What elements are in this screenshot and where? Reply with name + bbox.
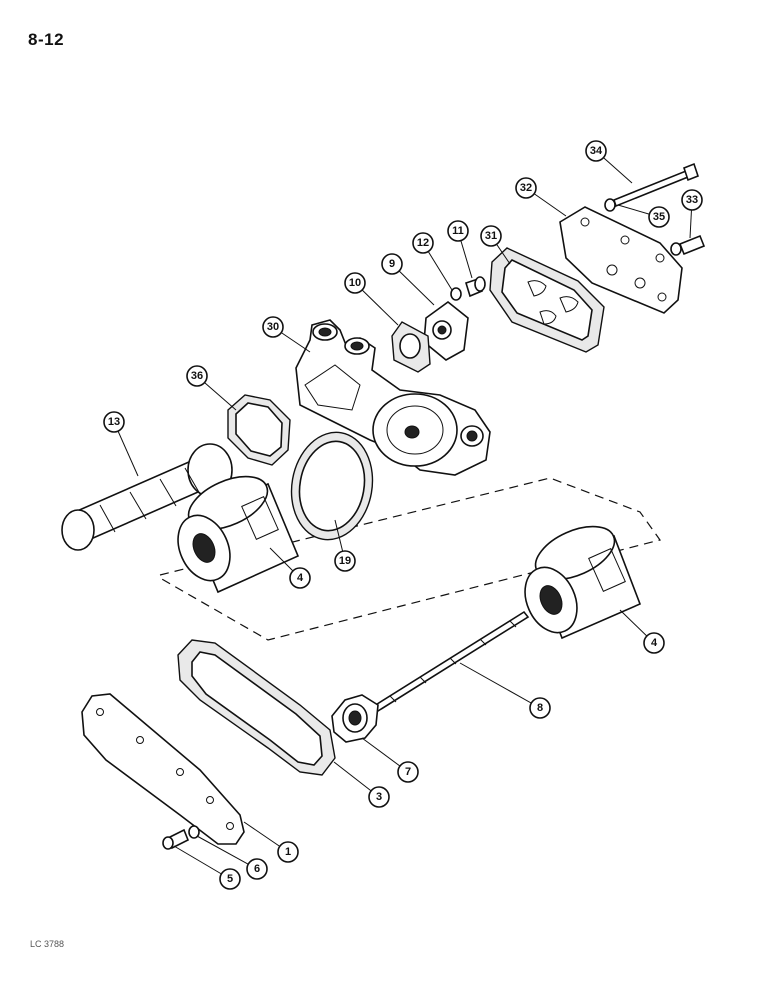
callout-32: 32 <box>515 177 537 199</box>
part-12-lock-washer <box>450 287 462 301</box>
part-5-bolt <box>162 828 190 850</box>
callout-7-label: 7 <box>405 766 411 778</box>
callout-32-label: 32 <box>520 182 532 194</box>
callout-9: 9 <box>381 253 403 275</box>
part-1-lower-cover-plate <box>81 693 245 845</box>
part-31-cover-gasket <box>489 247 605 353</box>
callout-8-label: 8 <box>537 702 543 714</box>
callout-36: 36 <box>186 365 208 387</box>
callout-34: 34 <box>585 140 607 162</box>
callout-33-label: 33 <box>686 194 698 206</box>
part-4-filter-element-right <box>524 525 642 640</box>
callout-1-label: 1 <box>285 846 291 858</box>
part-9-plate <box>423 300 469 361</box>
callout-7: 7 <box>397 761 419 783</box>
part-7-spring-seat <box>331 694 379 743</box>
drawing-code: LC 3788 <box>30 939 65 949</box>
part-32-cover-plate <box>559 206 683 314</box>
callout-30-label: 30 <box>267 321 279 333</box>
part-8-center-rod <box>372 610 530 713</box>
part-33-short-bolt <box>670 234 706 256</box>
callout-1: 1 <box>277 841 299 863</box>
callout-4-right: 4 <box>643 632 665 654</box>
callout-6: 6 <box>246 858 268 880</box>
part-19-housing-gasket <box>290 431 374 541</box>
part-6-washer <box>188 825 200 839</box>
callout-4-left-label: 4 <box>297 572 304 584</box>
page-number: 8-12 <box>28 30 65 49</box>
callout-3: 3 <box>368 786 390 808</box>
callout-19-label: 19 <box>339 555 351 567</box>
callout-5-label: 5 <box>227 873 233 885</box>
callout-34-label: 34 <box>590 145 603 157</box>
callout-10-label: 10 <box>349 277 361 289</box>
callout-5: 5 <box>219 868 241 890</box>
callout-13: 13 <box>103 411 125 433</box>
part-4-filter-element-left <box>177 475 300 594</box>
callout-4-right-label: 4 <box>651 637 658 649</box>
callout-30: 30 <box>262 316 284 338</box>
part-36-o-ring <box>227 394 291 466</box>
callout-3-label: 3 <box>376 791 382 803</box>
callout-19: 19 <box>334 550 356 572</box>
callout-33: 33 <box>681 189 703 211</box>
callout-9-label: 9 <box>389 258 395 270</box>
callout-10: 10 <box>344 272 366 294</box>
callout-12-label: 12 <box>417 237 429 249</box>
callout-35-label: 35 <box>653 211 665 223</box>
callout-12: 12 <box>412 232 434 254</box>
callout-35: 35 <box>648 206 670 228</box>
filter-group-dashed-outline <box>159 477 661 641</box>
part-11-bolt <box>465 276 486 298</box>
part-10-gasket <box>391 321 431 373</box>
callout-11: 11 <box>447 220 469 242</box>
callout-11-label: 11 <box>452 225 464 237</box>
callout-36-label: 36 <box>191 370 203 382</box>
callout-31-label: 31 <box>485 230 497 242</box>
callout-4-left: 4 <box>289 567 311 589</box>
part-30-filter-housing <box>295 319 491 476</box>
callout-13-label: 13 <box>108 416 120 428</box>
part-3-lower-gasket <box>177 639 336 776</box>
callout-6-label: 6 <box>254 863 260 875</box>
callout-31: 31 <box>480 225 502 247</box>
part-35-washer-upper <box>604 198 616 212</box>
callout-8: 8 <box>529 697 551 719</box>
